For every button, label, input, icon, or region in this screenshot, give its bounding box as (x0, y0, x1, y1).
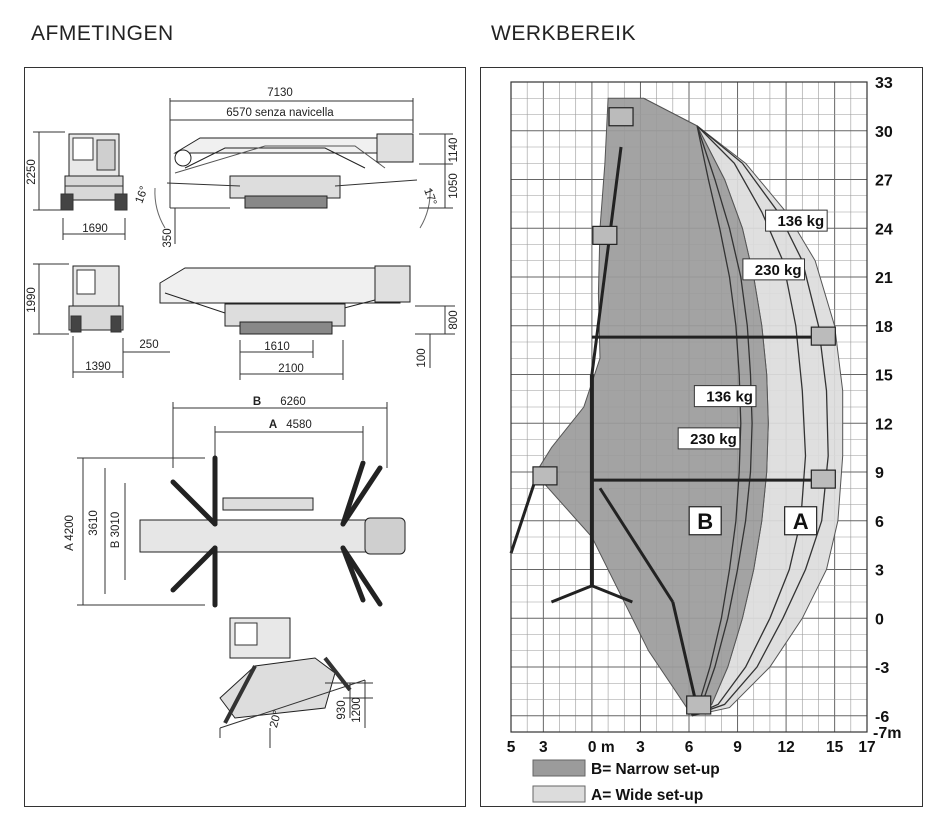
basket-icon (592, 225, 618, 245)
load-label-box-3 (677, 427, 741, 450)
basket-icon (810, 469, 836, 489)
x-tick-label: 3 (636, 739, 645, 756)
load-label-0: 136 kg (777, 213, 824, 230)
load-label-2: 136 kg (706, 389, 753, 406)
y-tick-label: 12 (875, 416, 893, 433)
y-tick-label: 30 (875, 124, 893, 141)
dim-350: 350 (162, 228, 174, 247)
x-tick-label: 5 (507, 739, 516, 756)
dim-1390: 1390 (85, 361, 111, 373)
x-tick-label: 3 (539, 739, 548, 756)
workrange-heading: WERKBEREIK (491, 22, 637, 45)
dim-1690: 1690 (82, 223, 108, 235)
dim-b-depth: B 3010 (110, 512, 122, 548)
dim-height-2250: 2250 (26, 159, 38, 185)
boom-lowered-down (671, 601, 699, 708)
legend-label-0: B= Narrow set-up (591, 761, 720, 778)
load-label-box-0 (765, 209, 828, 232)
x-tick-label: 15 (826, 739, 844, 756)
dim-250: 250 (139, 339, 158, 351)
load-label-3: 230 kg (690, 431, 737, 448)
area-label-box-B (688, 506, 722, 536)
load-curve-B-2 (691, 125, 753, 717)
dim-100: 100 (416, 348, 428, 367)
dim-1200: 1200 (351, 697, 363, 723)
y-tick-label: 9 (875, 465, 884, 482)
legend-swatch-1 (532, 785, 586, 803)
dim-1140: 1140 (448, 138, 460, 163)
side-view-bottom-drawing (159, 265, 455, 380)
front-view-top-drawing (33, 131, 128, 240)
y-tick-label: 15 (875, 368, 893, 385)
basket-icon (608, 107, 634, 127)
y-tick-label: 27 (875, 173, 893, 190)
area-B (534, 97, 769, 717)
area-label-box-A (784, 506, 818, 536)
dim-a-label: A (269, 419, 277, 431)
plan-view-drawing (77, 402, 406, 608)
load-curve-A-1 (691, 125, 807, 717)
dim-a-depth: A 4200 (64, 515, 76, 551)
load-label-1: 230 kg (755, 262, 802, 279)
boom-lowered-upper (509, 479, 537, 554)
outriggers (550, 584, 633, 604)
x-tick-label: 12 (777, 739, 794, 756)
y-tick-label: 24 (875, 221, 893, 238)
slope-view-drawing (219, 617, 373, 748)
y-tick-label: 0 (875, 611, 884, 628)
side-view-top-drawing (154, 98, 453, 244)
dim-height-1990: 1990 (26, 287, 38, 313)
dim-b-width: 6260 (280, 396, 306, 408)
dim-930: 930 (336, 700, 348, 719)
dim-angle-16: 16° (134, 185, 151, 205)
boom-lowered-right (598, 487, 675, 603)
dimensions-panel: 7130 6570 senza navicella 2250 1140 1050… (24, 67, 466, 807)
load-label-box-2 (693, 385, 757, 408)
basket-icon (532, 466, 558, 486)
dim-length-no-basket: 6570 senza navicella (226, 107, 334, 119)
y-tick-label: -6 (875, 709, 889, 726)
x-tick-label: 0 m (588, 739, 615, 756)
chart-labels: 136 kg 230 kg 136 kg 230 kg B A (677, 209, 828, 536)
boom-vertical (590, 146, 623, 375)
dim-3610: 3610 (88, 510, 100, 536)
legend-swatch-0 (532, 759, 586, 777)
dim-total-length: 7130 (267, 87, 293, 99)
dim-2100: 2100 (278, 363, 304, 375)
legend-label-1: A= Wide set-up (591, 787, 703, 804)
dimension-drawings: 7130 6570 senza navicella 2250 1140 1050… (26, 87, 460, 748)
front-view-bottom-drawing (33, 263, 170, 378)
area-label-A: A (793, 509, 809, 534)
y-tick-label: 18 (875, 319, 893, 336)
dimensions-heading: AFMETINGEN (31, 22, 174, 45)
dim-a-width: 4580 (286, 419, 312, 431)
y-tick-label: 3 (875, 563, 884, 580)
x-tick-label: 17 (858, 739, 875, 756)
plot-frame (510, 81, 868, 733)
dim-b-label: B (253, 396, 261, 408)
dim-angle-17: 17° (421, 187, 438, 207)
x-tick-label: 9 (733, 739, 742, 756)
dim-angle-20: 20° (268, 709, 284, 729)
machine-silhouette (509, 107, 836, 715)
basket-icon (810, 326, 836, 346)
basket-icon (686, 695, 712, 715)
dim-1610: 1610 (264, 341, 290, 353)
dim-800: 800 (448, 310, 460, 329)
y-tick-label: 6 (875, 514, 884, 531)
y-tick-label: 33 (875, 75, 893, 92)
chart-legend: B= Narrow set-up A= Wide set-up (532, 759, 720, 804)
y-tick-label: -3 (875, 660, 889, 677)
area-label-B: B (697, 509, 713, 534)
x-tick-label: 6 (685, 739, 694, 756)
y-tick-label-min: -7m (873, 725, 901, 742)
y-tick-label: 21 (875, 270, 893, 287)
dim-1050: 1050 (448, 173, 460, 199)
load-label-box-1 (742, 258, 806, 281)
